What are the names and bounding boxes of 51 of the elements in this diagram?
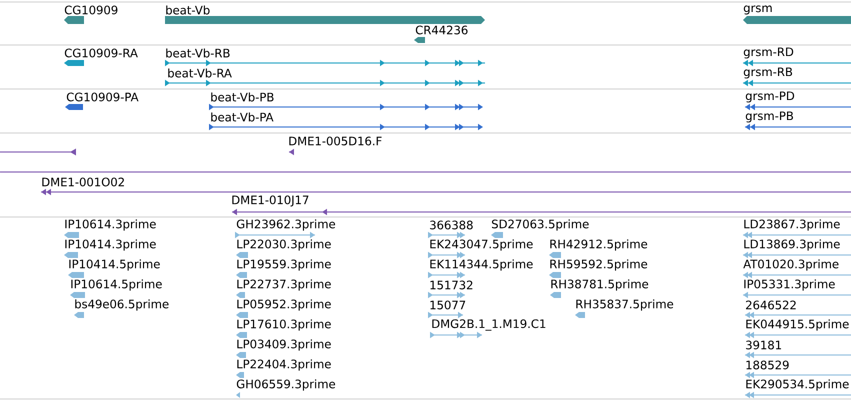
feature-label: grsm xyxy=(744,6,772,14)
feature-label: DME1-001O02 xyxy=(42,178,124,186)
feature-label: CG10909-RA xyxy=(64,48,138,58)
feature-label: beat-Vb xyxy=(166,6,210,14)
feature-label: beat-Vb-RB xyxy=(166,48,230,58)
feature-label: IP05331.3prime xyxy=(744,279,835,291)
feature-label: 2646522 xyxy=(746,300,796,310)
feature-label: bs49e06.5prime xyxy=(75,299,168,311)
feature-label: 15077 xyxy=(430,300,466,310)
feature-label: CG10909-PA xyxy=(66,92,138,102)
feature-label: 188529 xyxy=(746,360,789,370)
feature-label: IP10414.3prime xyxy=(65,239,156,251)
feature-label: 151732 xyxy=(430,280,472,290)
feature-label: IP10414.5prime xyxy=(69,259,160,271)
feature-label: EK290534.5prime xyxy=(746,379,849,391)
feature-label: beat-Vb-PA xyxy=(211,112,274,122)
feature-label: LD13869.3prime xyxy=(744,239,840,251)
feature-label: LP22404.3prime xyxy=(237,359,331,371)
feature-label: DME1-005D16.F xyxy=(289,136,382,146)
feature-label: IP10614.3prime xyxy=(65,219,156,231)
feature-label: RH42912.5prime xyxy=(550,239,648,251)
feature-label: RH35837.5prime xyxy=(576,299,674,311)
feature-label: LP05952.3prime xyxy=(237,299,331,311)
feature-label: grsm-RD xyxy=(744,48,794,58)
feature-label: 366388 xyxy=(430,220,473,230)
feature-label: AT01020.3prime xyxy=(743,259,838,271)
feature-label: GH23962.3prime xyxy=(236,219,336,231)
feature-label: 39181 xyxy=(746,340,782,350)
feature-label: GH06559.3prime xyxy=(236,379,336,391)
feature-label: LP22030.3prime xyxy=(237,239,331,251)
feature-label: LD23867.3prime xyxy=(744,219,840,231)
feature-label: LP22737.3prime xyxy=(237,279,331,291)
feature-label: LP19559.3prime xyxy=(237,259,331,271)
feature-label: DME1-010J17 xyxy=(232,196,308,206)
feature-label: EK243047.5prime xyxy=(430,239,533,251)
feature-label: IP10614.5prime xyxy=(71,279,162,291)
feature-label: grsm-PB xyxy=(746,112,793,122)
feature-label: SD27063.5prime xyxy=(492,219,589,231)
feature-label: LP17610.3prime xyxy=(237,319,331,331)
feature-label: RH38781.5prime xyxy=(551,279,648,291)
feature-label: DMG2B.1_1.M19.C1 xyxy=(432,319,546,331)
feature-label: CG10909 xyxy=(64,6,118,14)
feature-label: CR44236 xyxy=(416,26,468,34)
feature-label: EK114344.5prime xyxy=(430,259,533,271)
feature-label: LP03409.3prime xyxy=(237,339,331,351)
feature-label: grsm-PD xyxy=(746,92,794,102)
feature-label: beat-Vb-RA xyxy=(168,68,232,78)
feature-label: grsm-RB xyxy=(744,68,792,78)
feature-label: RH59592.5prime xyxy=(550,259,648,271)
feature-label: beat-Vb-PB xyxy=(211,92,274,102)
feature-label: EK044915.5prime xyxy=(746,319,849,331)
